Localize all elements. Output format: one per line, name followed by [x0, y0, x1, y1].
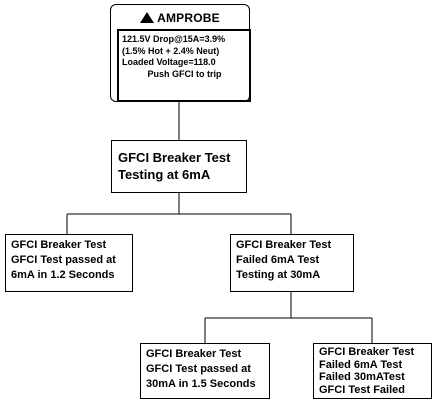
- node-fail-30ma-line-1: GFCI Breaker Test: [319, 346, 415, 358]
- node-pass-30ma-line-3: 30mA in 1.5 Seconds: [146, 378, 256, 390]
- brand-logo: AMPROBE: [111, 11, 249, 25]
- node-pass-6ma-line-1: GFCI Breaker Test: [11, 239, 107, 251]
- node-pass-30ma-line-1: GFCI Breaker Test: [146, 348, 242, 360]
- amprobe-triangle-icon: [140, 12, 155, 23]
- node-root-test: GFCI Breaker Test Testing at 6mA: [111, 140, 247, 193]
- display-line-3: Loaded Voltage=118.0: [122, 57, 216, 67]
- node-root-line-2: Testing at 6mA: [118, 167, 211, 182]
- display-line-1: 121.5V Drop@15A=3.9%: [122, 34, 226, 44]
- node-fail-6ma-line-3: Testing at 30mA: [236, 269, 321, 281]
- node-fail-6ma-line-1: GFCI Breaker Test: [236, 239, 332, 251]
- node-fail-6ma: GFCI Breaker Test Failed 6mA Test Testin…: [230, 234, 354, 292]
- node-fail-30ma-line-3: Failed 30mATest: [319, 371, 405, 383]
- node-root-line-1: GFCI Breaker Test: [118, 150, 231, 165]
- node-pass-30ma: GFCI Breaker Test GFCI Test passed at 30…: [140, 343, 270, 399]
- brand-name: AMPROBE: [157, 11, 220, 25]
- node-pass-30ma-line-2: GFCI Test passed at: [146, 363, 251, 375]
- display-line-2: (1.5% Hot + 2.4% Neut): [122, 45, 220, 56]
- node-pass-6ma: GFCI Breaker Test GFCI Test passed at 6m…: [5, 234, 133, 292]
- device-display: 121.5V Drop@15A=3.9% (1.5% Hot + 2.4% Ne…: [117, 29, 251, 102]
- node-fail-30ma-line-4: GFCI Test Failed: [319, 383, 405, 396]
- node-pass-6ma-line-3: 6mA in 1.2 Seconds: [11, 269, 115, 281]
- node-pass-6ma-line-2: GFCI Test passed at: [11, 254, 116, 266]
- amprobe-device: AMPROBE 121.5V Drop@15A=3.9% (1.5% Hot +…: [110, 4, 251, 102]
- node-fail-30ma: GFCI Breaker Test Failed 6mA Test Failed…: [313, 343, 432, 399]
- node-fail-6ma-line-2: Failed 6mA Test: [236, 254, 320, 266]
- node-fail-30ma-line-2: Failed 6mA Test: [319, 358, 403, 371]
- display-line-4: Push GFCI to trip: [147, 68, 222, 79]
